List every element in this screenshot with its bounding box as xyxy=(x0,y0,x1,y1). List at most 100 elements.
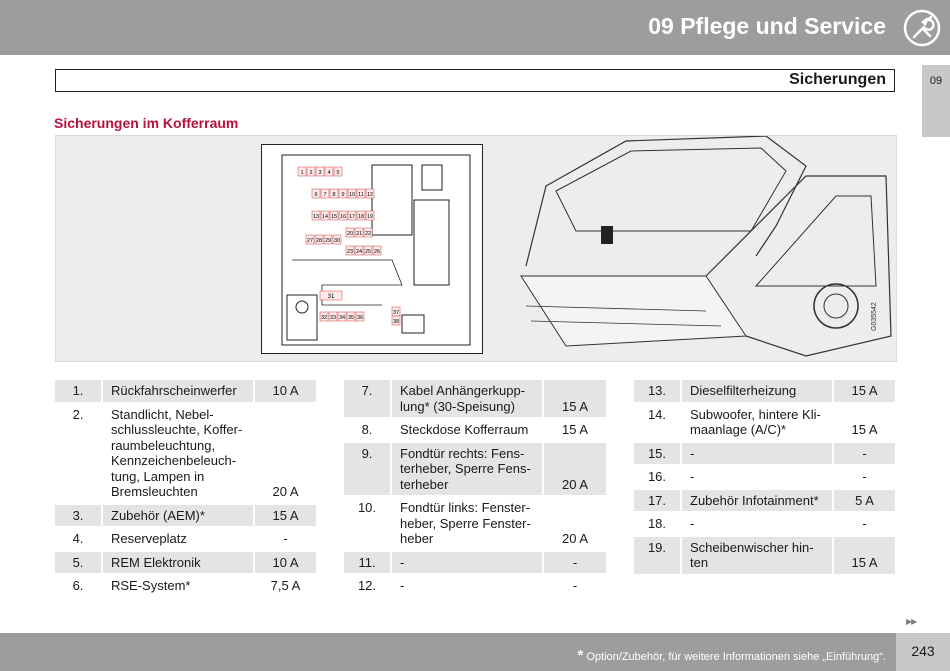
subsection-title: Sicherungen im Kofferraum xyxy=(54,115,239,131)
fuse-number: 3. xyxy=(55,504,103,528)
fuse-number: 16. xyxy=(634,466,682,490)
fuse-slot xyxy=(305,234,315,245)
fuse-amperage: - xyxy=(255,528,316,552)
fuse-description: Fondtür rechts: Fens-terheber, Sperre Fe… xyxy=(392,442,544,497)
fuse-slot xyxy=(338,210,348,221)
fuse-number: 4. xyxy=(55,528,103,552)
fuse-slot-label: 26 xyxy=(374,249,380,255)
fuse-description: RSE-System* xyxy=(103,575,255,599)
fuse-amperage: - xyxy=(834,513,895,537)
fuse-row: 4.Reserveplatz- xyxy=(55,528,316,552)
fuse-slot xyxy=(345,227,355,238)
page-number-box: 243 xyxy=(896,633,950,671)
next-page-arrows-icon[interactable]: ▶▶ xyxy=(906,617,917,626)
fuse-number: 18. xyxy=(634,513,682,537)
fuse-description: Reserveplatz xyxy=(103,528,255,552)
fuse-slot xyxy=(314,234,324,245)
fuse-amperage: - xyxy=(544,551,606,575)
fuse-row: 11.-- xyxy=(344,551,606,575)
fuse-amperage: 20 A xyxy=(544,497,606,552)
fuse-row: 16.-- xyxy=(634,466,895,490)
fuse-slot-label: 34 xyxy=(339,315,345,321)
car-trunk-illustration xyxy=(520,136,892,357)
fuse-description: Zubehör (AEM)* xyxy=(103,504,255,528)
fuse-slot-label: 21 xyxy=(356,231,362,237)
fuse-slot-label: 3 xyxy=(318,170,321,176)
fuse-slot-label: 6 xyxy=(314,192,317,198)
fuse-slot xyxy=(332,234,342,245)
fuse-slot xyxy=(372,245,382,256)
fuse-amperage: 10 A xyxy=(255,380,316,404)
fuse-description: Dieselfilterheizung xyxy=(682,380,834,404)
fuse-slot-label: 16 xyxy=(340,214,346,220)
fuse-slot xyxy=(329,188,339,199)
fuse-slot-label: 30 xyxy=(334,238,340,244)
section-title: Sicherungen xyxy=(789,71,886,88)
fuse-slot-label: 22 xyxy=(365,231,371,237)
fuse-slot xyxy=(363,227,373,238)
fuse-description: Subwoofer, hintere Kli-maanlage (A/C)* xyxy=(682,403,834,443)
fuse-amperage: 15 A xyxy=(544,419,606,443)
fuse-description: - xyxy=(392,551,544,575)
fuse-amperage: 15 A xyxy=(834,536,895,576)
fuse-row: 7.Kabel Anhängerkupp-lung* (30-Speisung)… xyxy=(344,380,606,419)
fuse-slot-label: 38 xyxy=(393,319,399,325)
fuse-description: Steckdose Kofferraum xyxy=(392,419,544,443)
footnote: * Option/Zubehör, für weitere Informatio… xyxy=(577,647,886,664)
fuse-slot xyxy=(365,188,375,199)
fuse-slot-label: 18 xyxy=(358,214,364,220)
fuse-number: 13. xyxy=(634,380,682,404)
fuse-slot xyxy=(354,245,364,256)
fuse-amperage: - xyxy=(834,466,895,490)
fuse-slot xyxy=(311,210,321,221)
fuse-amperage: 20 A xyxy=(255,404,316,505)
fuse-slot-label: 2 xyxy=(309,170,312,176)
fuse-amperage: 15 A xyxy=(834,380,895,404)
fuse-amperage: 20 A xyxy=(544,442,606,497)
fuse-table-2: 7.Kabel Anhängerkupp-lung* (30-Speisung)… xyxy=(344,380,606,599)
fuse-slot xyxy=(354,227,364,238)
fuse-description: - xyxy=(392,575,544,599)
fuse-number: 6. xyxy=(55,575,103,599)
fuse-slot xyxy=(356,188,366,199)
fuse-slot xyxy=(319,311,329,322)
fuse-slot xyxy=(311,188,321,199)
footnote-star: * xyxy=(577,647,584,664)
fuse-slot-label: 12 xyxy=(367,192,373,198)
fuse-description: Fondtür links: Fenster-heber, Sperre Fen… xyxy=(392,497,544,552)
fuse-description: Rückfahrscheinwerfer xyxy=(103,380,255,404)
chapter-tab[interactable]: 09 xyxy=(922,65,950,137)
fuse-slot-label: 32 xyxy=(321,315,327,321)
fuse-description: Standlicht, Nebel-schlussleuchte, Koffer… xyxy=(103,403,255,505)
section-header: Sicherungen xyxy=(55,69,895,92)
fuse-slot-label: 11 xyxy=(358,192,364,198)
fuse-description: - xyxy=(682,442,834,466)
fuse-row: 17.Zubehör Infotainment*5 A xyxy=(634,489,895,513)
fuse-description: - xyxy=(682,513,834,537)
fuse-description: Scheibenwischer hin-ten xyxy=(682,536,834,576)
fuse-slot xyxy=(391,315,401,326)
fuse-slot xyxy=(337,311,347,322)
fuse-amperage: 15 A xyxy=(834,404,895,443)
fuse-slot xyxy=(329,210,339,221)
fuse-number: 15. xyxy=(634,442,682,466)
fuse-description: REM Elektronik xyxy=(103,551,255,575)
fuse-slot xyxy=(356,210,366,221)
fuse-slot xyxy=(328,311,338,322)
fuse-row: 12.-- xyxy=(344,575,606,599)
fuse-number: 1. xyxy=(55,380,103,404)
fuse-row: 18.-- xyxy=(634,513,895,537)
wrench-icon xyxy=(903,9,941,47)
fuse-amperage: - xyxy=(544,575,606,599)
fuse-slot-label: 19 xyxy=(367,214,373,220)
figure-code: G035542 xyxy=(871,302,878,331)
fuse-slot-label: 17 xyxy=(349,214,355,220)
chapter-header: 09 Pflege und Service xyxy=(0,0,950,55)
fuse-number: 2. xyxy=(55,403,103,505)
